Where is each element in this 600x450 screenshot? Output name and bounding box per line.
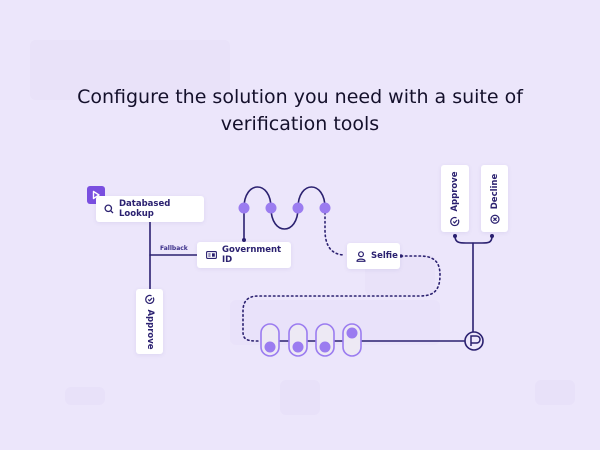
government-id-card[interactable]: Government ID <box>197 242 291 268</box>
background-block <box>535 380 575 405</box>
toggle-4 <box>342 323 362 357</box>
check-circle-icon <box>144 294 155 304</box>
node-dot <box>265 202 277 214</box>
approve-left-label: Approve <box>144 308 155 350</box>
toggle-2 <box>288 323 308 357</box>
user-icon <box>356 250 366 262</box>
node-dot <box>292 202 304 214</box>
selfie-label: Selfie <box>371 251 398 261</box>
government-id-label: Government ID <box>222 245 282 265</box>
background-block <box>30 40 230 100</box>
database-lookup-label: Databased Lookup <box>119 199 171 219</box>
toggle-1 <box>260 323 280 357</box>
approve-right-card[interactable]: Approve <box>441 165 469 232</box>
node-dot <box>319 202 331 214</box>
toggle-3 <box>315 323 335 357</box>
decline-label: Decline <box>489 173 500 209</box>
page-title-line-1: Configure the solution you need with a s… <box>77 86 523 108</box>
background-block <box>280 380 320 415</box>
selfie-card[interactable]: Selfie <box>347 243 400 269</box>
background-block <box>65 387 105 405</box>
decline-card[interactable]: Decline <box>481 165 508 232</box>
node-dot <box>238 202 250 214</box>
page-title-line-2: verification tools <box>220 113 380 135</box>
approve-left-card[interactable]: Approve <box>136 289 163 354</box>
id-card-icon <box>206 251 217 259</box>
check-circle-icon <box>450 216 460 226</box>
approve-right-label: Approve <box>450 170 460 212</box>
p-circle-icon <box>464 331 484 351</box>
fallback-label: Fallback <box>160 245 188 252</box>
database-lookup-card[interactable]: Databased Lookup <box>96 196 204 222</box>
x-circle-icon <box>489 214 500 224</box>
search-icon <box>104 204 114 214</box>
page-title: Configure the solution you need with a s… <box>0 84 600 138</box>
